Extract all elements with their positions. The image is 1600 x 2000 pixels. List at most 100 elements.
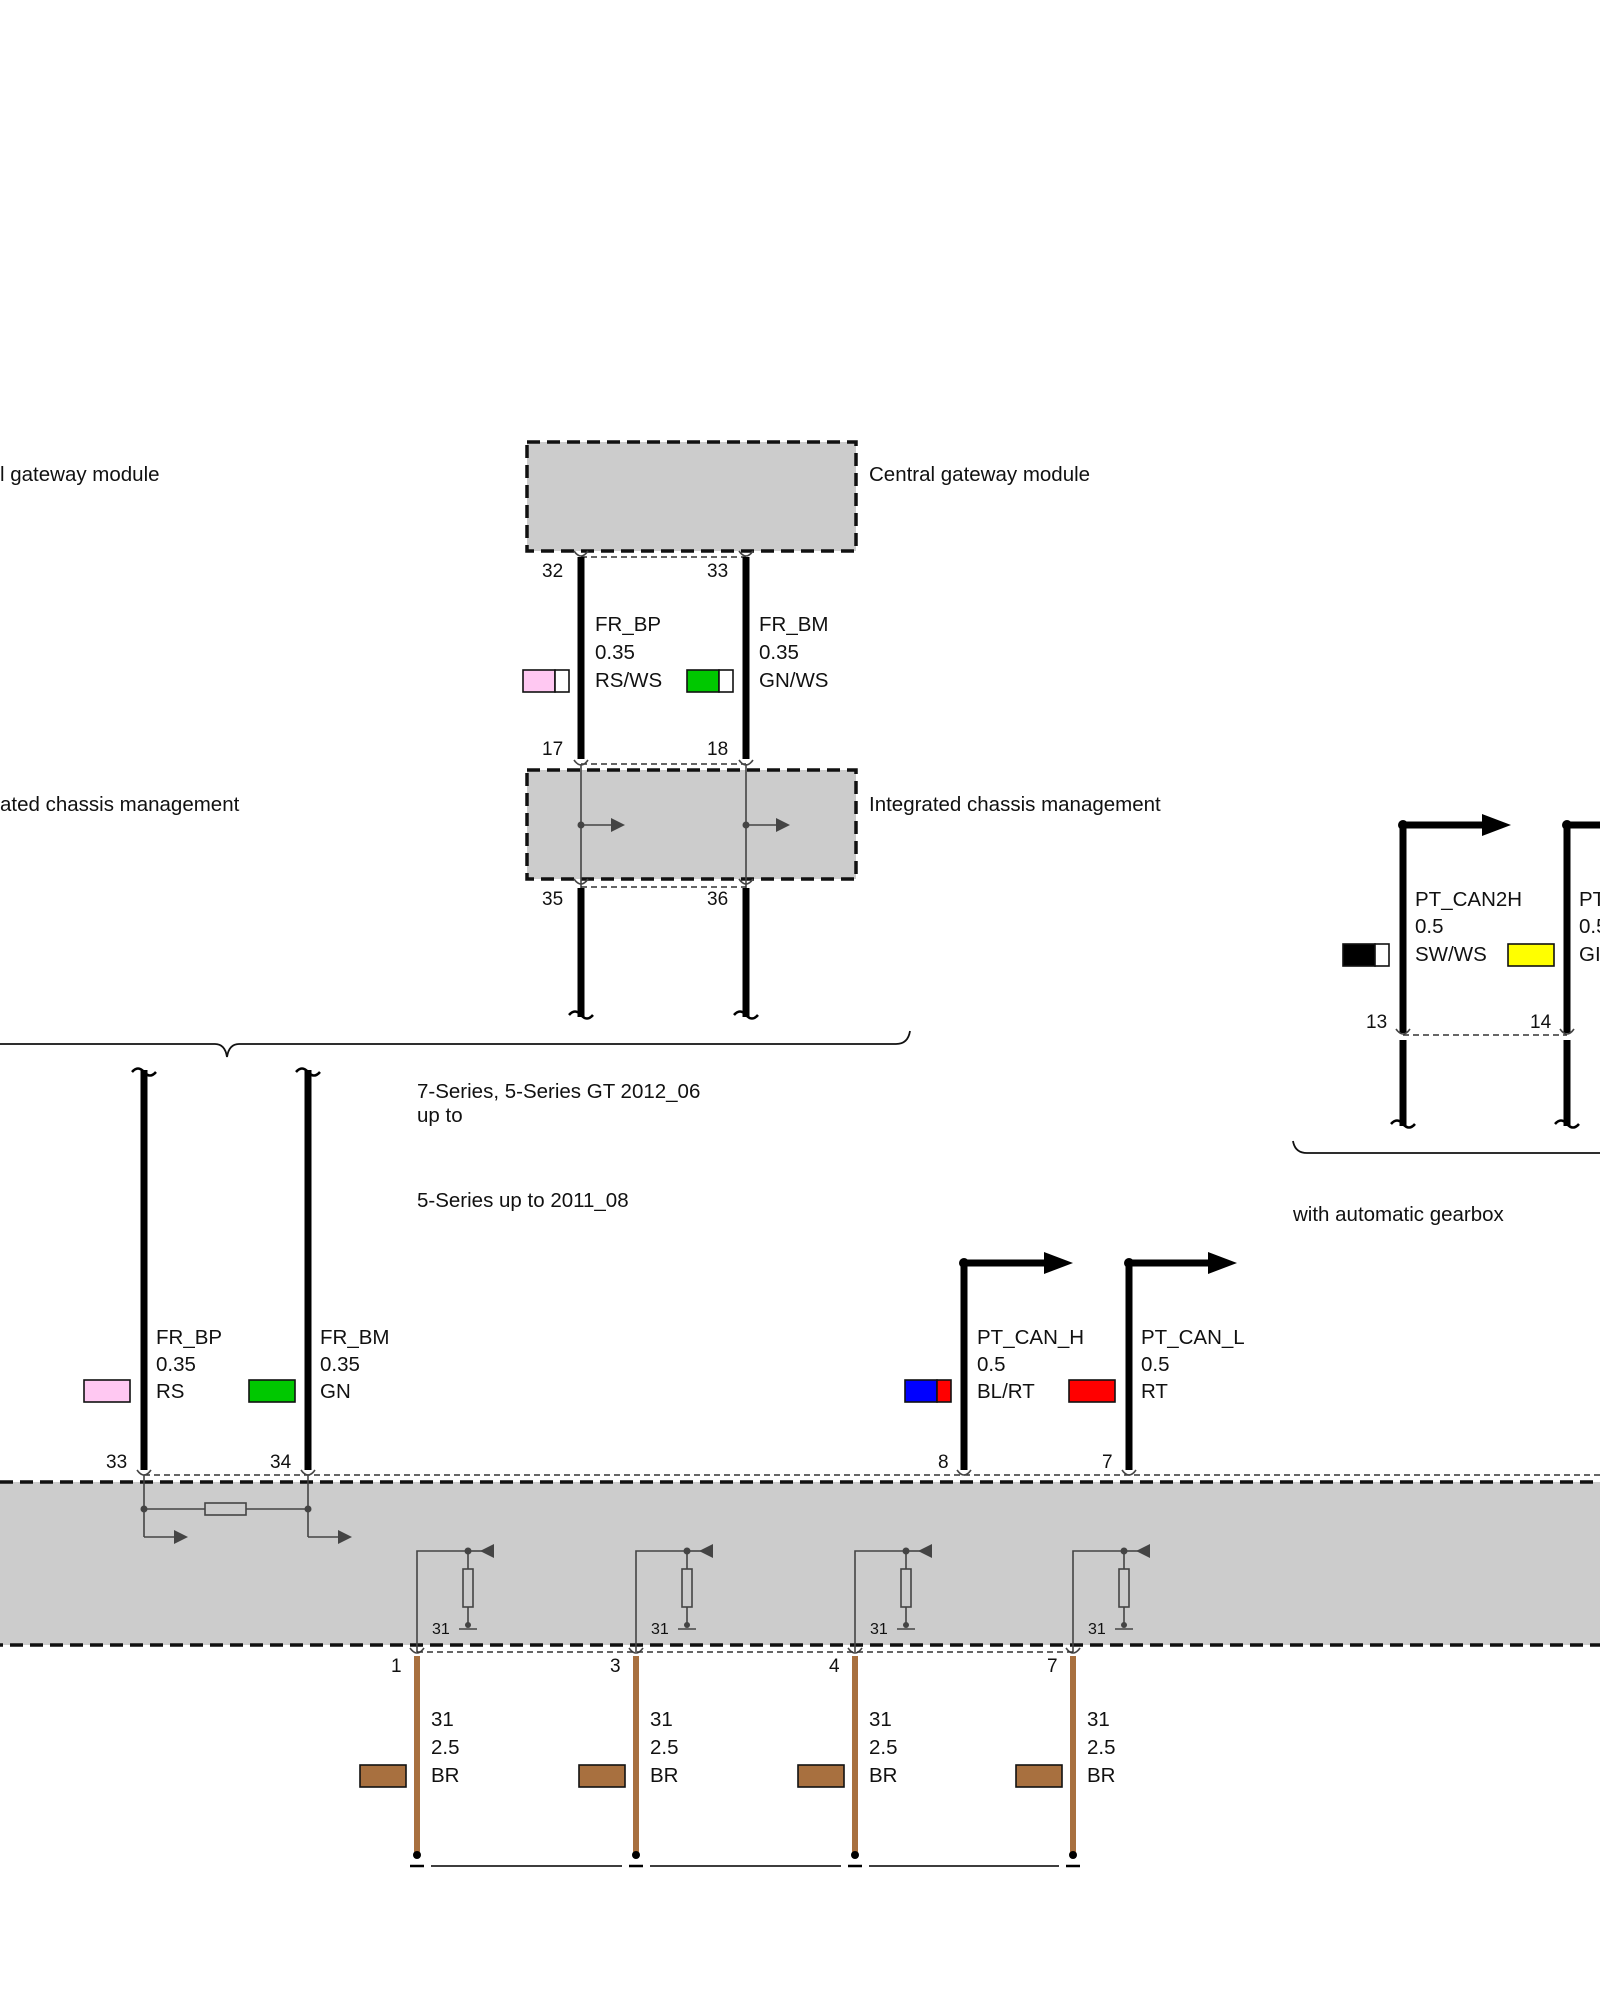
wire-color-fr-bm: GN/WS — [759, 669, 828, 692]
pt-can-l-arrow-icon — [1208, 1252, 1237, 1274]
pin-hook-13 — [1395, 1028, 1411, 1035]
ground-resistor-icon — [462, 1568, 474, 1608]
pin-label-14: 14 — [1530, 1012, 1552, 1033]
ground-pin-hook — [628, 1647, 644, 1654]
ecu-pin-hook-8 — [956, 1469, 972, 1476]
color-swatch-gn — [248, 1379, 296, 1403]
ground-resistor-icon — [1118, 1568, 1130, 1608]
ground-mark-label: 31 — [1088, 1621, 1106, 1638]
wire-color-fr-bp-ecu: RS — [156, 1380, 184, 1403]
wire-color-pt-can-l: RT — [1141, 1380, 1168, 1403]
color-swatch-rs-ws — [522, 669, 556, 693]
ground-wire-signal: 31 — [869, 1708, 892, 1731]
pin-label-icm-35: 35 — [542, 889, 563, 910]
ground-internal-line — [416, 1550, 468, 1652]
variant-note-line2: up to — [417, 1104, 463, 1127]
wire-size-pt-can2l: 0.5 — [1579, 915, 1600, 938]
pin-hook-14 — [1559, 1028, 1575, 1035]
gateway-pin-hook-32 — [573, 550, 589, 557]
ecu-pin-hook-34 — [300, 1469, 316, 1476]
wire-size-fr-bp: 0.35 — [595, 641, 635, 664]
ground-wire-signal: 31 — [1087, 1708, 1110, 1731]
central-gateway-label: Central gateway module — [869, 463, 1090, 486]
ground-sense-arrow-icon — [699, 1544, 713, 1558]
ground-wire-end-dot — [1069, 1851, 1077, 1859]
color-swatch-gn-ws — [686, 669, 720, 693]
ground-pin-hook — [847, 1647, 863, 1654]
pin-label-gw-33: 33 — [707, 561, 728, 582]
ground-wire-end-dot — [632, 1851, 640, 1859]
flexray-termination — [140, 1475, 352, 1544]
ground-wire-end-dot — [851, 1851, 859, 1859]
pin-label-icm-18: 18 — [707, 739, 728, 760]
color-swatch-br — [359, 1764, 407, 1788]
wire-color-pt-can2h: SW/WS — [1415, 943, 1487, 966]
flexray-arrow-left-icon — [174, 1530, 188, 1544]
ground-wire-color: BR — [869, 1764, 897, 1787]
wire-label-pt-can2l: PT — [1579, 888, 1600, 911]
icm-pin-hook-35 — [573, 878, 589, 885]
color-swatch-br — [797, 1764, 845, 1788]
ground-wire-color: BR — [1087, 1764, 1115, 1787]
automatic-gearbox-note: with automatic gearbox — [1292, 1203, 1505, 1226]
color-swatch-rt — [1068, 1379, 1116, 1403]
color-swatch-bl-rt-stripe — [936, 1379, 952, 1403]
variant-note-5series: 5-Series up to 2011_08 — [417, 1189, 629, 1212]
central-gateway-module-box — [525, 440, 858, 553]
wire-size-pt-can-h: 0.5 — [977, 1353, 1006, 1376]
pin-label-gw-32: 32 — [542, 561, 563, 582]
central-gateway-left-label: l gateway module — [0, 463, 160, 486]
color-swatch-yellow — [1507, 943, 1555, 967]
ecu-pin-label-34: 34 — [270, 1452, 292, 1473]
wire-break-icon — [1554, 1119, 1580, 1129]
ecu-pin-label-7: 7 — [1102, 1452, 1113, 1473]
flexray-arrow-right-icon — [338, 1530, 352, 1544]
color-swatch-sw-ws-stripe — [1374, 943, 1390, 967]
pin-label-icm-36: 36 — [707, 889, 728, 910]
color-swatch-rs — [83, 1379, 131, 1403]
wire-break-icon — [568, 1010, 594, 1020]
color-swatch-br — [578, 1764, 626, 1788]
ground-internal-line — [854, 1550, 906, 1652]
ground-mark-label: 31 — [432, 1621, 450, 1638]
icm-arrow-left-icon — [611, 818, 625, 832]
ground-wire-end-dot — [413, 1851, 421, 1859]
pin-label-13: 13 — [1366, 1012, 1387, 1033]
ground-wire-size: 2.5 — [1087, 1736, 1116, 1759]
ground-pin-hook — [409, 1647, 425, 1654]
ecu-pin-hook-7 — [1121, 1469, 1137, 1476]
color-swatch-bl-rt — [904, 1379, 938, 1403]
wire-label-pt-can2h: PT_CAN2H — [1415, 888, 1522, 911]
ground-pin-label: 4 — [829, 1656, 840, 1677]
ground-wire-color: BR — [431, 1764, 459, 1787]
wire-label-pt-can-l: PT_CAN_L — [1141, 1326, 1245, 1349]
color-swatch-sw-ws — [1342, 943, 1376, 967]
ground-pin-label: 1 — [391, 1656, 402, 1677]
color-swatch-br — [1015, 1764, 1063, 1788]
icm-arrow-right-icon — [776, 818, 790, 832]
ground-mark-label: 31 — [870, 1621, 888, 1638]
color-swatch-rs-ws-stripe — [554, 669, 570, 693]
ecu-pin-label-33: 33 — [106, 1452, 127, 1473]
pt-can2h-arrow-icon — [1482, 814, 1511, 836]
ground-wire-color: BR — [650, 1764, 678, 1787]
wire-size-fr-bm: 0.35 — [759, 641, 799, 664]
ground-resistor-icon — [900, 1568, 912, 1608]
ground-pin-hook — [1065, 1647, 1081, 1654]
gateway-pin-hook-33 — [738, 550, 754, 557]
pt-can-h-arrow-icon — [1044, 1252, 1073, 1274]
ground-sense-arrow-icon — [918, 1544, 932, 1558]
ground-wire-signal: 31 — [650, 1708, 673, 1731]
ecu-pin-label-8: 8 — [938, 1452, 949, 1473]
wire-label-fr-bp: FR_BP — [595, 613, 661, 636]
wire-size-pt-can-l: 0.5 — [1141, 1353, 1170, 1376]
color-swatch-gn-ws-stripe — [718, 669, 734, 693]
ground-internal-line — [1072, 1550, 1124, 1652]
termination-resistor-icon — [204, 1502, 247, 1516]
ground-wire-size: 2.5 — [431, 1736, 460, 1759]
wire-color-pt-can2l: GI — [1579, 943, 1600, 966]
wire-size-fr-bm-ecu: 0.35 — [320, 1353, 360, 1376]
ground-pin-label: 3 — [610, 1656, 621, 1677]
